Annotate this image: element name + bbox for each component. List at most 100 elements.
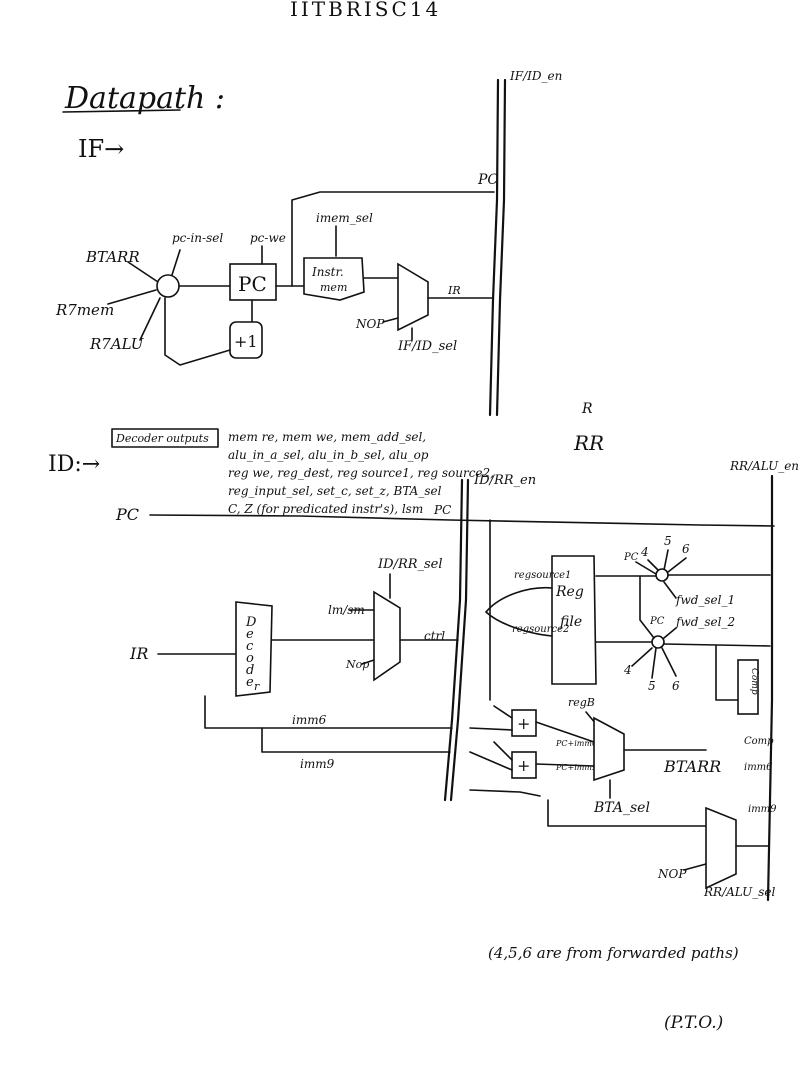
comp-out-label: Comp	[744, 736, 774, 747]
fwd-pc-bottom: PC	[649, 616, 665, 627]
arrow-bta-rr	[127, 261, 159, 283]
wire-to-comp	[715, 645, 739, 701]
wire-imm6	[204, 695, 453, 729]
adder-inputs	[469, 705, 513, 771]
fwd-top-5: 5	[664, 534, 672, 548]
rralu-mux	[705, 806, 737, 890]
ifid-mux	[397, 262, 429, 332]
if-nop-arrow	[382, 317, 399, 323]
fwd-mux1-inputs	[635, 549, 687, 575]
pc-register	[229, 263, 277, 301]
wire-fwd-link	[639, 575, 655, 639]
decoder-outputs-line5: C, Z (for predicated instr's), lsm	[228, 502, 423, 516]
page-header: IITBRISC14	[290, 0, 441, 21]
decoder-letter-1: D	[245, 615, 257, 630]
rr-mark-r: R	[581, 401, 593, 417]
fwd-bottom-5: 5	[648, 679, 656, 693]
ctrl-label: ctrl	[424, 629, 445, 643]
bta-rr-label: BTARR	[663, 757, 721, 776]
rralu-register-line	[766, 474, 774, 902]
ifid-sel-label: IF/ID_sel	[397, 339, 457, 354]
imm6-label: imm6	[292, 713, 327, 727]
ifid-register-line-b	[495, 78, 507, 417]
pc-in-mux	[156, 274, 180, 298]
id-ir-label: IR	[129, 644, 148, 663]
decoder-outputs-line2: alu_in_a_sel, alu_in_b_sel, alu_op	[228, 448, 429, 462]
decoder-outputs-line3: reg we, reg_dest, reg source1, reg sourc…	[228, 466, 494, 480]
adder-imm6-plus: +	[517, 714, 530, 733]
idrr-sel-label: ID/RR_sel	[377, 557, 443, 572]
wire-pc-to-ifid	[291, 191, 495, 287]
forwarded-note: (4,5,6 are from forwarded paths)	[488, 944, 739, 962]
reg-source2-label: regsource2	[512, 624, 569, 635]
arrow-r7-alu	[139, 297, 161, 341]
adder-imm9-plus: +	[517, 756, 530, 775]
decoder-letter-2: e	[246, 627, 254, 642]
pc-we-label: pc-we	[250, 231, 286, 245]
decoder-letter-4: o	[246, 651, 254, 666]
comparator-box	[737, 659, 759, 715]
if-nop-label: NOP	[355, 317, 385, 331]
decoder-letter-7: r	[254, 680, 260, 693]
pc-right-label: PC	[433, 503, 451, 517]
heading-underline	[62, 109, 181, 113]
idrr-register-line-b	[449, 478, 470, 802]
reg-b-label: regB	[568, 696, 595, 709]
idrr-register-line-a	[443, 478, 464, 802]
imm9-out-label: imm9	[748, 804, 777, 815]
decoder-letter-6: e	[246, 675, 254, 690]
if-stage-label: IF→	[78, 135, 124, 163]
wire-pc-id	[149, 514, 775, 527]
wire-fwd2-out	[663, 643, 771, 647]
fwd-top-4: 4	[640, 545, 649, 559]
idrr-mux	[373, 590, 401, 682]
fwd-mux-1	[655, 568, 669, 582]
imm9-label: imm9	[300, 757, 335, 771]
bta-mux	[593, 716, 625, 782]
decoder-box	[235, 601, 273, 697]
rr-mark-rr: RR	[573, 431, 604, 455]
input-bta-rr: BTARR	[85, 248, 140, 266]
ifid-en-label: IF/ID_en	[509, 69, 562, 83]
decoder-letter-5: d	[246, 663, 254, 678]
pc-to-ifid-label: PC	[477, 172, 498, 188]
pc-imm6-label: PC+imm6	[555, 739, 597, 748]
fwd-top-6: 6	[682, 542, 690, 556]
fwd-sel2-arrow	[663, 627, 677, 639]
fwd-bottom-4: 4	[623, 663, 632, 677]
fwd-sel1-arrow	[663, 581, 677, 599]
id-nop-arrow	[361, 659, 375, 665]
pto-note: (P.T.O.)	[664, 1013, 723, 1033]
wire-rs2	[485, 611, 553, 637]
input-r7-alu: R7ALU	[89, 335, 145, 353]
decoder-outputs-box	[111, 428, 219, 448]
input-r7-mem: R7mem	[55, 301, 114, 319]
instruction-memory	[303, 257, 365, 301]
fwd-mux-2	[651, 635, 665, 649]
adder-imm6	[511, 709, 537, 737]
decoder-outputs-line4: reg_input_sel, set_c, set_z, BTA_sel	[228, 484, 442, 498]
rr-nop-label: NOP	[657, 867, 687, 881]
id-nop-label: Nop	[345, 658, 369, 671]
instr-mem-line1: Instr.	[311, 265, 344, 279]
pc-in-sel-arrow	[171, 249, 181, 276]
wire-incr-feedback	[164, 297, 231, 366]
register-file	[551, 555, 597, 685]
adder-imm9	[511, 751, 537, 779]
increment-label: +1	[234, 332, 258, 351]
id-stage-label: ID:→	[48, 452, 100, 477]
rralu-sel-label: RR/ALU_sel	[703, 885, 775, 899]
pc-register-label: PC	[238, 272, 267, 296]
lm-sm-label: lm/sm	[328, 603, 365, 617]
wire-misc-1	[469, 789, 541, 797]
wire-rs1	[485, 586, 553, 613]
arrow-r7-mem	[107, 289, 157, 305]
wire-to-final-mux	[547, 799, 707, 827]
increment-box	[229, 321, 263, 359]
comp-box-label: Comp	[749, 668, 759, 695]
reg-file-line1: Reg	[555, 584, 584, 600]
pc-imm9-label: PC+imm9	[555, 763, 597, 772]
pc-in-sel-label: pc-in-sel	[172, 231, 223, 245]
adder-outputs	[535, 721, 595, 767]
